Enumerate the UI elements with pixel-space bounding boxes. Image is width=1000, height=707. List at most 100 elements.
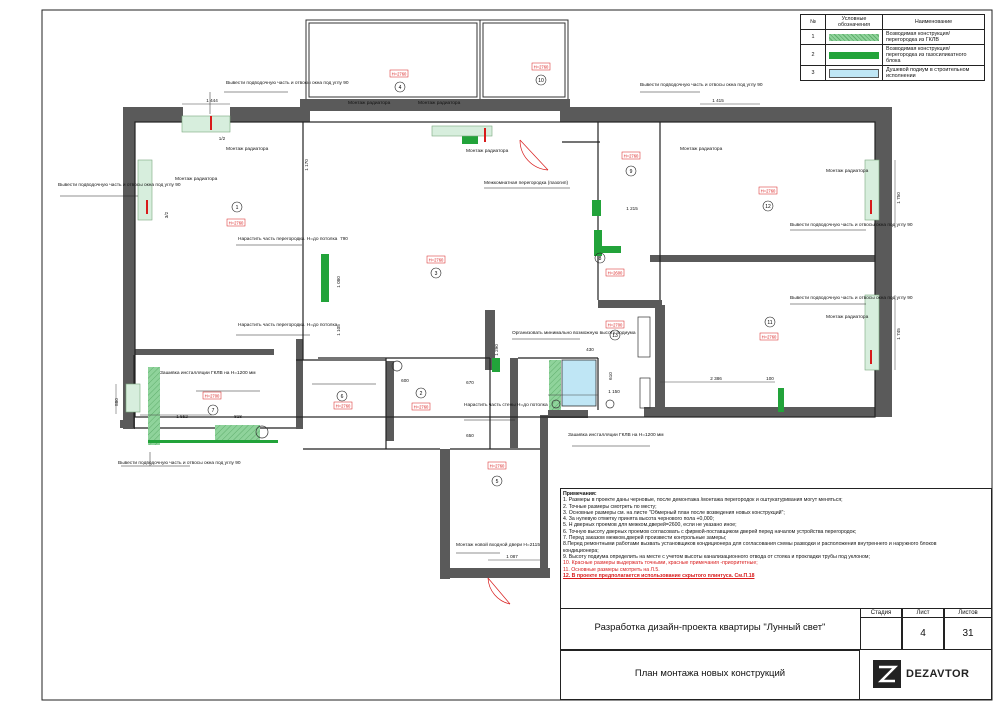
height-tag: Н=2760 (761, 189, 776, 194)
callout-interroom-partition: Межкомнатная перегородка (пазогип) (484, 180, 568, 186)
legend-header-symbols: Условные обозначения (825, 14, 883, 30)
dimension: 1 745 (896, 328, 901, 340)
dimension: 1 415 (712, 98, 724, 103)
legend-row: 1 Возводимая конструкция/ перегородка из… (800, 29, 985, 45)
dimension: 1 170 (304, 159, 309, 171)
room-number: 7 (212, 408, 215, 414)
legend-table: № Условные обозначения Наименование 1 Во… (800, 14, 985, 81)
leader-lines (60, 91, 866, 554)
dimension: 1/2 (219, 136, 226, 141)
shower-podium (561, 359, 597, 407)
callout-radiator: Монтаж радиатора (680, 146, 723, 152)
callout-window-top-left: Вывести подводочную часть и отвосы окна … (226, 80, 349, 86)
window-zones (125, 115, 880, 413)
height-tag: Н=2760 (229, 221, 244, 226)
legend-header: № Условные обозначения Наименование (800, 14, 985, 30)
title-block-project-cell (560, 608, 860, 650)
dimension: 818 (234, 414, 242, 419)
gklv-partitions (148, 360, 561, 445)
callout-radiator: Монтаж радиатора (226, 146, 269, 152)
callout-gkl-install: Зашивка инсталляции ГКЛВ на Н=1200 мм (160, 370, 256, 376)
height-tag: Н=2760 (534, 65, 549, 70)
room-number: 10 (538, 78, 544, 84)
room-number: 6 (341, 394, 344, 400)
note-item: 2. Точные размеры смотреть по месту; (563, 503, 657, 510)
room-number: 4 (399, 85, 402, 91)
dimension: 1 290 (494, 344, 499, 356)
dimension: 100 (766, 376, 774, 381)
legend-swatch (825, 65, 883, 81)
legend-num: 3 (800, 65, 826, 81)
legend-name: Возводимая конструкция/перегородка из га… (882, 44, 985, 66)
dimension: 1 552 (176, 414, 188, 419)
callout-radiator: Монтаж радиатора (175, 176, 218, 182)
door-swings (487, 139, 549, 605)
callout-radiator: Монтаж радиатора (418, 100, 461, 106)
radiator-marks (146, 116, 872, 364)
dimension: 790 (340, 236, 348, 241)
legend-num: 2 (800, 44, 826, 66)
dimension: 880 (114, 398, 119, 406)
height-tag: Н=2700 (608, 323, 623, 328)
callouts: Вывести подводочную часть и отвосы окна … (58, 80, 913, 548)
sheet-value: 4 (920, 628, 926, 639)
callout-window-bottom-left: Вывести подводочную часть и отвосы окна … (118, 460, 241, 466)
legend-swatch (825, 29, 883, 45)
dimension-values: 1 444 1 415 1 170 790 1 080 1 105 1 215 … (114, 98, 901, 559)
note-item: 1. Размеры в проекте даны черновые, посл… (563, 497, 843, 504)
height-tag: Н=2700 (205, 394, 220, 399)
callout-radiator: Монтаж радиатора (348, 100, 391, 106)
loggia-outline (305, 19, 569, 99)
callout-podium: Организовать минимально возможную высоту… (512, 330, 636, 336)
room-number: 1 (236, 205, 239, 211)
callout-radiator: Монтаж радиатора (826, 168, 869, 174)
height-tags: Н=2760 Н=2760 Н=2760 Н=2760 Н=2760 Н=276… (202, 62, 779, 470)
note-item: 7. Перед заказом межком.дверей произвест… (563, 535, 727, 542)
dimension: 1 087 (506, 554, 518, 559)
note-item: 9. Высоту подиума определить на месте с … (563, 553, 870, 560)
notes-block: Примечания: 1. Размеры в проекте даны че… (563, 491, 973, 579)
callout-window-right-upper: Вывести подводочную часть и отвосы окна … (790, 222, 913, 228)
room-number: 8 (599, 256, 602, 262)
note-item: 4. За нулевую отметку принята высота чер… (563, 516, 714, 523)
callout-radiator: Монтаж радиатора (826, 314, 869, 320)
callout-entrance-door: Монтаж новой входной двери Н=2115 (456, 541, 540, 548)
notes-title: Примечания: (563, 491, 597, 497)
dimension: 610 (608, 372, 613, 380)
dezavtor-logo: DEZAVTOR (872, 656, 984, 692)
dimension: 2 386 (710, 376, 722, 381)
title-block-sheet-cell (560, 650, 860, 700)
height-tag: Н=2760 (414, 405, 429, 410)
note-item: 3. Основные размеры см. на листе "Обмерн… (563, 509, 785, 516)
logo-mark-icon (873, 660, 901, 688)
height-tag: Н=2760 (490, 464, 505, 469)
room-numbers: 1 4 10 3 9 12 11 13 7 6 2 5 8 (212, 78, 773, 485)
room-number-circles (207, 74, 776, 487)
dimension: 1 105 (336, 324, 341, 336)
callout-window-top-right: Вывести подводочную часть и отвосы окна … (640, 82, 763, 88)
callout-partition: Нарастить часть перегородки. Н=до потолк… (238, 322, 338, 328)
sheets-value: 31 (962, 628, 974, 639)
sheet-frame (41, 9, 993, 701)
dimension: 650 (466, 433, 474, 438)
legend-row: 3 Душевой подиум в строительном исполнен… (800, 65, 985, 81)
dimension: 1 750 (896, 192, 901, 204)
interior-walls (133, 121, 876, 450)
note-item: 6. Точную высоту дверных проемов согласо… (563, 528, 857, 535)
callout-window-left: Вывести подводочную часть и отвосы окна … (58, 182, 181, 188)
note-item: 5. Н дверных проемов для межком.дверей=2… (563, 522, 737, 529)
legend-swatch (825, 44, 883, 66)
dimension-lines (115, 103, 896, 561)
title-block-labels-row (860, 608, 992, 618)
fixtures (255, 316, 651, 439)
room-number: 12 (765, 204, 771, 210)
room-number: 2 (420, 391, 423, 397)
height-tag: Н=2760 (762, 335, 777, 340)
dimension: 1 444 (206, 98, 218, 103)
legend-name: Возводимая конструкция/ перегородка из Г… (882, 29, 985, 45)
dimension: 1 150 (608, 389, 620, 394)
legend-num: 1 (800, 29, 826, 45)
height-tag: Н=2600 (608, 271, 623, 276)
